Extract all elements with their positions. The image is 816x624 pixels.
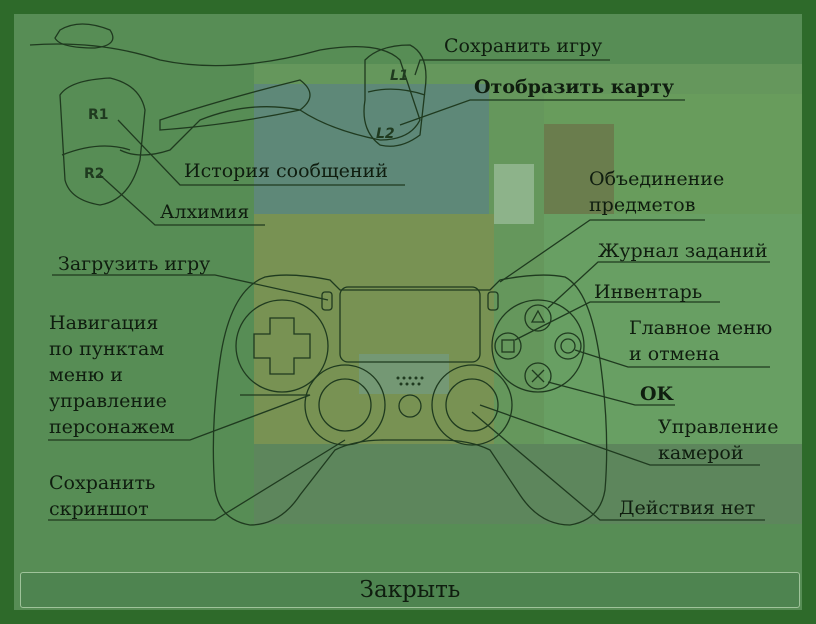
options-button <box>487 291 499 311</box>
r1-label: R1 <box>88 107 109 123</box>
label-load-game: Загрузить игру <box>58 253 211 275</box>
dim-overlay <box>14 14 802 610</box>
label-inventory: Инвентарь <box>594 281 703 303</box>
face-buttons-well <box>491 299 585 393</box>
controller-body <box>212 274 608 526</box>
label-main-menu-cancel: Главное меню и отмена <box>629 317 773 365</box>
label-quest-log: Журнал заданий <box>598 240 768 262</box>
label-save-game: Сохранить игру <box>444 35 603 57</box>
right-stick-well <box>431 364 513 446</box>
label-show-map: Отобразить карту <box>474 76 675 98</box>
dpad <box>253 317 311 375</box>
label-navigation: Навигация по пунктам меню и управление п… <box>49 312 175 438</box>
close-button[interactable]: Закрыть <box>20 572 800 608</box>
label-alchemy: Алхимия <box>160 201 250 223</box>
share-button <box>321 291 333 311</box>
label-screenshot: Сохранить скриншот <box>49 472 156 520</box>
right-stick <box>445 378 499 432</box>
touchpad <box>339 286 481 363</box>
l1-label: L1 <box>390 68 409 84</box>
dpad-well <box>235 299 329 393</box>
label-message-history: История сообщений <box>184 160 388 182</box>
label-camera: Управление камерой <box>658 416 779 464</box>
shoulder-view: R1 R2 L1 L2 <box>29 23 427 206</box>
triangle-button <box>524 304 552 332</box>
l2-label: L2 <box>376 126 395 142</box>
speaker-grille <box>396 376 424 386</box>
label-ok: OK <box>640 383 674 405</box>
left-stick-well <box>304 364 386 446</box>
cross-button <box>524 362 552 390</box>
leader-lines <box>48 59 770 521</box>
circle-button <box>554 332 582 360</box>
left-stick <box>318 378 372 432</box>
r2-label: R2 <box>84 166 105 182</box>
label-merge-items: Объединение предметов <box>589 168 725 216</box>
square-button <box>494 332 522 360</box>
ps-button <box>398 394 422 418</box>
label-no-action: Действия нет <box>619 497 756 519</box>
